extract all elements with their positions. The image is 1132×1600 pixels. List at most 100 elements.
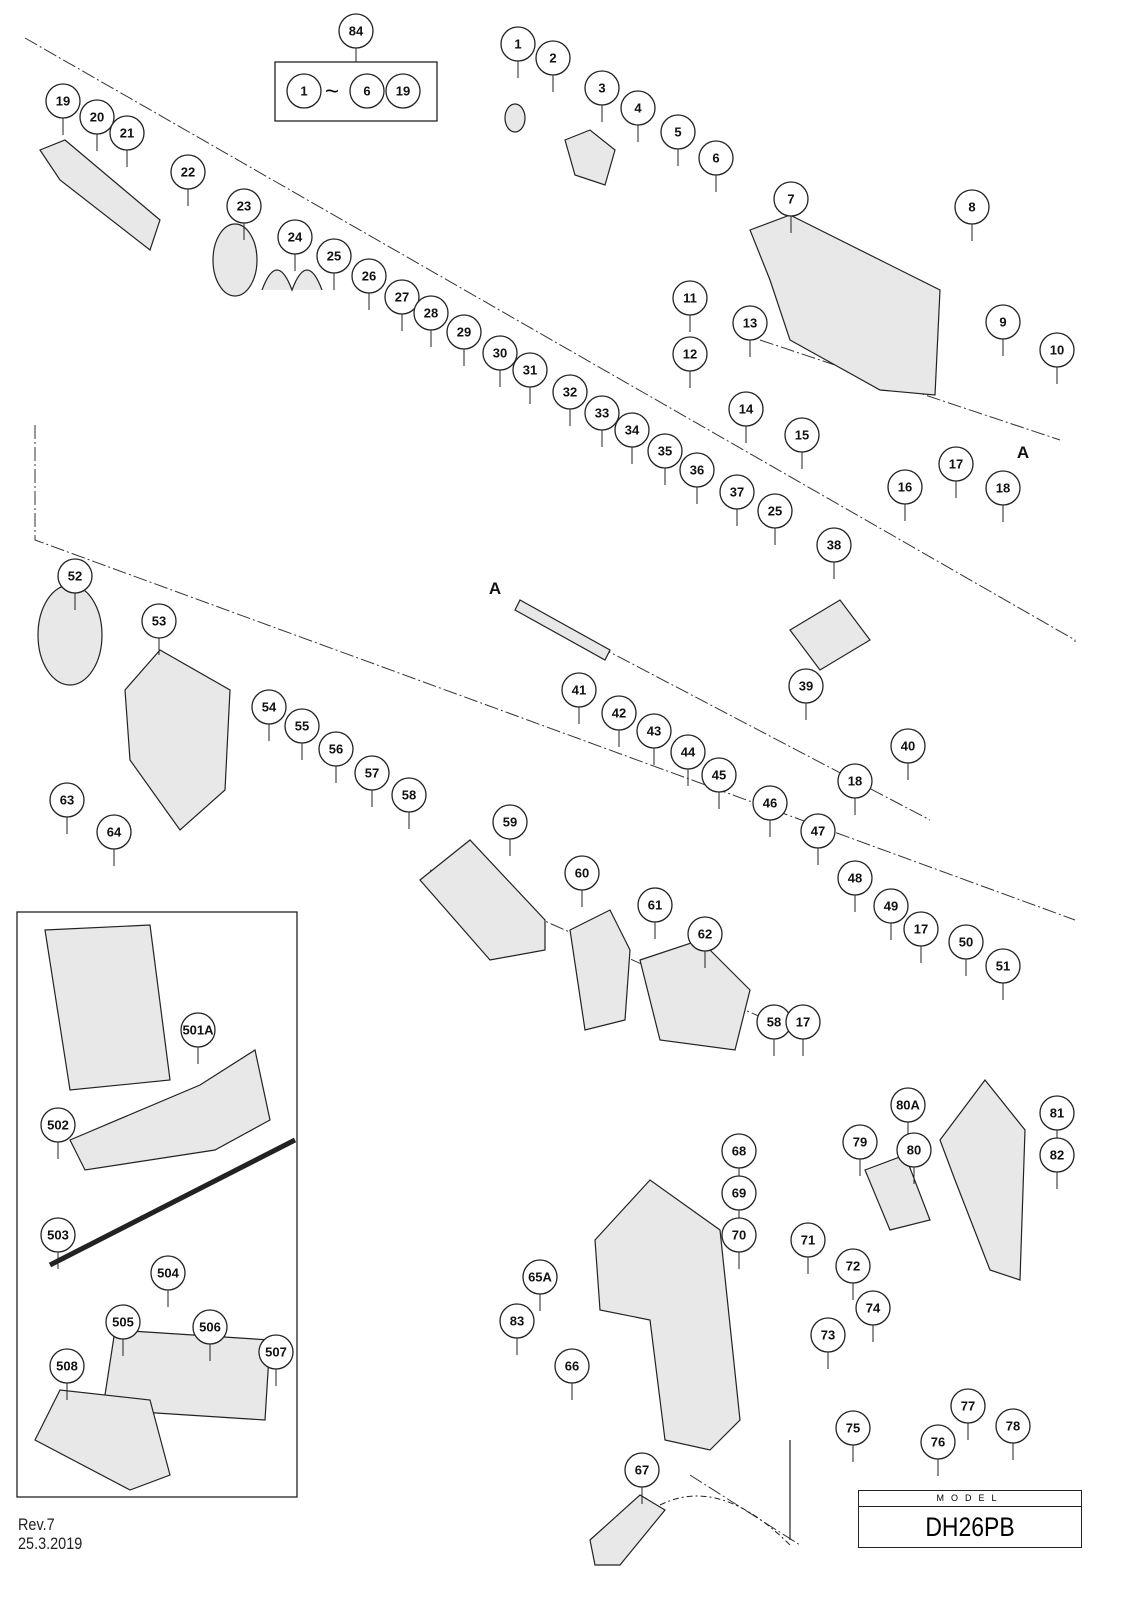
- callout-number: 83: [510, 1314, 524, 1329]
- callout-circle: [109, 115, 145, 151]
- callout-circle: [721, 1133, 757, 1169]
- callout-506: 506: [192, 1309, 228, 1345]
- callout-circle: [258, 1334, 294, 1370]
- callout-number: 53: [152, 614, 166, 629]
- callout-circle: [687, 916, 723, 952]
- callout-number: 40: [901, 739, 915, 754]
- callout-65A: 65A: [522, 1259, 558, 1295]
- callout-circle: [96, 814, 132, 850]
- callout-8: 8: [954, 189, 990, 225]
- callout-72: 72: [835, 1248, 871, 1284]
- callout-number: 70: [732, 1228, 746, 1243]
- callout-29: 29: [446, 314, 482, 350]
- callout-number: 78: [1006, 1419, 1020, 1434]
- callout-number: 80: [907, 1143, 921, 1158]
- callout-circle: [492, 804, 528, 840]
- callout-circle: [40, 1107, 76, 1143]
- callout-7: 7: [773, 181, 809, 217]
- callout-63: 63: [49, 782, 85, 818]
- callout-507: 507: [258, 1334, 294, 1370]
- callout-77: 77: [950, 1388, 986, 1424]
- callout-79: 79: [842, 1124, 878, 1160]
- callout-80: 80: [896, 1132, 932, 1168]
- callout-17: 17: [938, 446, 974, 482]
- callout-circle: [318, 731, 354, 767]
- model-header: MODEL: [859, 1491, 1081, 1507]
- callout-circle: [251, 689, 287, 725]
- callout-circle: [837, 860, 873, 896]
- callout-circle: [721, 1217, 757, 1253]
- callout-number: 77: [961, 1399, 975, 1414]
- callout-38: 38: [816, 527, 852, 563]
- callout-number: 502: [47, 1118, 69, 1133]
- callout-circle: [672, 336, 708, 372]
- callout-circle: [150, 1255, 186, 1291]
- callout-41: 41: [561, 672, 597, 708]
- callout-48: 48: [837, 860, 873, 896]
- callout-circle: [873, 888, 909, 924]
- range-symbol: ~: [325, 78, 339, 105]
- callout-number: 1: [300, 84, 307, 99]
- callout-number: 507: [265, 1345, 287, 1360]
- callout-number: 55: [295, 719, 309, 734]
- stator-part: [639, 939, 751, 1051]
- callout-circle: [49, 1348, 85, 1384]
- callout-circle: [672, 280, 708, 316]
- callout-circle: [192, 1309, 228, 1345]
- callout-40: 40: [890, 728, 926, 764]
- callout-25: 25: [316, 238, 352, 274]
- callout-20: 20: [79, 99, 115, 135]
- callout-circle: [890, 1087, 926, 1123]
- callout-number: 34: [625, 423, 640, 438]
- callout-501A: 501A: [180, 1012, 216, 1048]
- callout-number: 1: [514, 37, 521, 52]
- callout-circle: [948, 924, 984, 960]
- callout-number: 80A: [896, 1098, 920, 1113]
- callout-circle: [561, 672, 597, 708]
- axis-line-middle: [34, 425, 1076, 921]
- spindle-part: [514, 599, 611, 661]
- callout-73: 73: [810, 1317, 846, 1353]
- callout-circle: [1039, 1137, 1075, 1173]
- callout-66: 66: [554, 1348, 590, 1384]
- callout-55: 55: [284, 708, 320, 744]
- callout-number: 52: [68, 569, 82, 584]
- callout-28: 28: [413, 295, 449, 331]
- callout-56: 56: [318, 731, 354, 767]
- callout-number: 14: [739, 402, 754, 417]
- callout-number: 45: [712, 768, 726, 783]
- callout-number: 15: [795, 428, 809, 443]
- callout-30: 30: [482, 335, 518, 371]
- callout-11: 11: [672, 280, 708, 316]
- callout-number: 41: [572, 683, 586, 698]
- callout-number: 26: [362, 269, 376, 284]
- callout-31: 31: [512, 352, 548, 388]
- callout-43: 43: [636, 713, 672, 749]
- callout-46: 46: [752, 785, 788, 821]
- callout-60: 60: [564, 855, 600, 891]
- callout-circle: [499, 1303, 535, 1339]
- callout-circle: [1039, 332, 1075, 368]
- callout-18: 18: [985, 470, 1021, 506]
- callout-circle: [413, 295, 449, 331]
- callout-67: 67: [624, 1452, 660, 1488]
- callout-80A: 80A: [890, 1087, 926, 1123]
- callout-27: 27: [384, 279, 420, 315]
- callout-4: 4: [620, 90, 656, 126]
- callout-number: 50: [959, 935, 973, 950]
- callout-number: 17: [949, 457, 963, 472]
- callout-81: 81: [1039, 1095, 1075, 1131]
- axis-line-upper: [24, 37, 1076, 642]
- callout-circle: [141, 603, 177, 639]
- callout-circle: [660, 114, 696, 150]
- callout-50: 50: [948, 924, 984, 960]
- callout-circle: [784, 417, 820, 453]
- callout-37: 37: [719, 474, 755, 510]
- callout-circle: [837, 763, 873, 799]
- set-member-callout: 1: [286, 73, 322, 109]
- callout-number: 31: [523, 363, 537, 378]
- revision: Rev.7: [18, 1515, 55, 1534]
- callout-number: 6: [363, 84, 370, 99]
- marker-a-lower: A: [1017, 443, 1029, 462]
